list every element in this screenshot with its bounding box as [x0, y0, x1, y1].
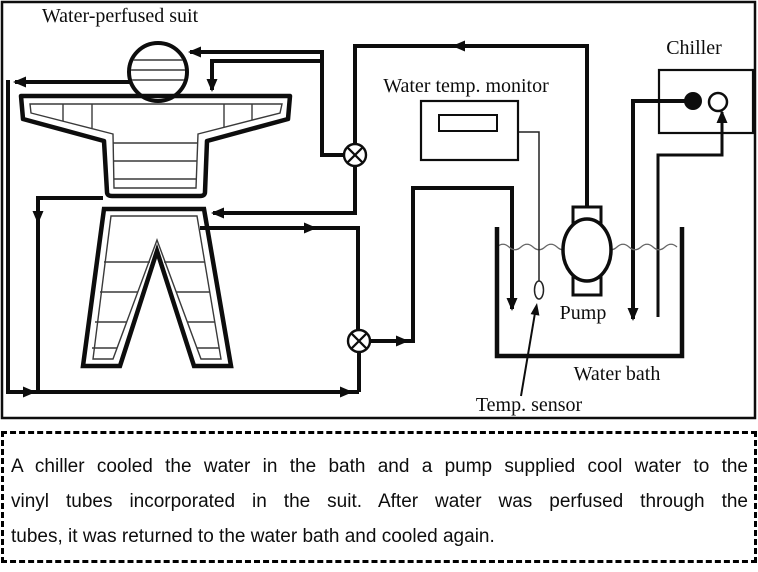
pipes — [6, 44, 724, 394]
arrow-into-chiller-inlet — [716, 110, 728, 123]
pipe-chiller-outlet — [631, 99, 687, 319]
pipe-return-bottom — [6, 80, 359, 394]
pants-tube-lines — [92, 261, 219, 349]
suit-head — [127, 41, 189, 103]
arrow-shirt-return — [32, 211, 44, 224]
arrow-into-pants — [211, 207, 224, 219]
label-water-temp-monitor: Water temp. monitor — [383, 75, 549, 97]
flow-arrows — [13, 40, 728, 398]
suit-pants — [80, 206, 234, 369]
pump-icon — [561, 205, 613, 297]
label-water-perfused-suit: Water-perfused suit — [42, 5, 199, 27]
temp-sensor-pointer — [520, 303, 540, 397]
label-water-bath: Water bath — [574, 363, 661, 385]
arrow-pants-out — [304, 222, 317, 234]
arrow-head-return — [13, 76, 26, 88]
shirt-lining — [29, 103, 283, 189]
chiller-inlet-port — [707, 91, 729, 113]
arrow-supply-top — [452, 40, 465, 52]
valve-lower-icon — [346, 328, 372, 354]
cooling-system-diagram: Water-perfused suit Water temp. monitor … — [0, 0, 757, 420]
head-tube-lines — [131, 59, 185, 81]
monitor-display — [438, 114, 498, 132]
pipe-pants-to-valve-lower — [200, 226, 360, 330]
chiller-unit — [657, 68, 755, 135]
caption-line-1: A chiller cooled the water in the bath a… — [11, 456, 748, 477]
pants-lining — [92, 215, 222, 360]
caption-line-3: tubes, it was returned to the water bath… — [11, 526, 495, 547]
chiller-outlet-port — [684, 92, 702, 110]
arrow-bottom-right — [340, 386, 353, 398]
arrow-chiller-out-into-bath — [627, 308, 639, 321]
water-temp-monitor — [419, 99, 520, 162]
pipe-shirt-return — [36, 196, 103, 392]
chiller-ports-icon — [684, 91, 729, 113]
arrow-bottom-left — [23, 386, 36, 398]
pipe-pump-to-valve-upper — [353, 44, 589, 207]
pipe-valve-upper-to-head — [190, 50, 344, 157]
arrow-return-into-bath — [506, 298, 518, 311]
label-pump: Pump — [560, 302, 607, 324]
temp-sensor-icon — [518, 131, 545, 300]
pipe-valve-upper-to-pants — [213, 166, 357, 215]
arrow-into-head — [188, 46, 201, 58]
label-temp-sensor: Temp. sensor — [476, 394, 583, 416]
figure-caption-box: A chiller cooled the water in the bath a… — [1, 431, 757, 563]
valve-upper-icon — [342, 142, 368, 168]
suit-shirt — [18, 93, 293, 199]
bath-tank — [494, 227, 685, 359]
sensor-wire — [518, 131, 540, 281]
arrow-into-collar — [206, 79, 218, 92]
arrow-valve-lower-out — [396, 335, 409, 347]
caption-line-2: vinyl tubes incorporated in the suit. Af… — [11, 491, 748, 512]
label-chiller: Chiller — [666, 37, 722, 59]
shirt-tube-lines — [62, 104, 253, 180]
